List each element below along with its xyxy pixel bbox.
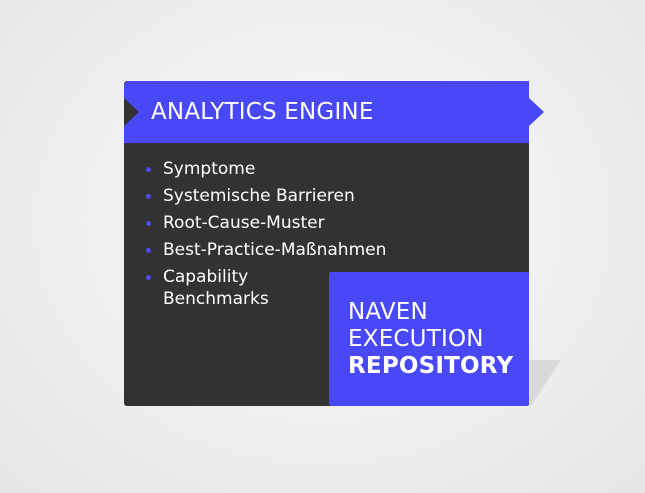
list-item-label: Symptome [163,159,256,179]
list-item: Symptome [145,158,445,180]
banner-title: ANALYTICS ENGINE [151,99,374,125]
list-item: Capability Benchmarks [145,266,445,310]
list-item-label: Capability Benchmarks [163,267,269,309]
analytics-engine-banner: ANALYTICS ENGINE [124,81,544,143]
list-item-label: Root-Cause-Muster [163,213,325,233]
bullet-dot-icon [146,248,151,253]
findings-list: Symptome Systemische Barrieren Root-Caus… [145,158,445,315]
list-item-label: Best-Practice-Maßnahmen [163,240,387,260]
bullet-dot-icon [146,167,151,172]
banner-shape [124,81,544,143]
list-item: Best-Practice-Maßnahmen [145,239,445,261]
repository-line-1: NAVEN [348,299,428,325]
list-item: Systemische Barrieren [145,185,445,207]
bullet-dot-icon [146,194,151,199]
list-item-label: Systemische Barrieren [163,186,355,206]
execution-repository-box: NAVEN EXECUTION REPOSITORY [329,272,529,406]
bullet-dot-icon [146,221,151,226]
list-item: Root-Cause-Muster [145,212,445,234]
repository-line-3: REPOSITORY [348,353,514,379]
bullet-dot-icon [146,275,151,280]
repository-line-2: EXECUTION [348,326,484,352]
